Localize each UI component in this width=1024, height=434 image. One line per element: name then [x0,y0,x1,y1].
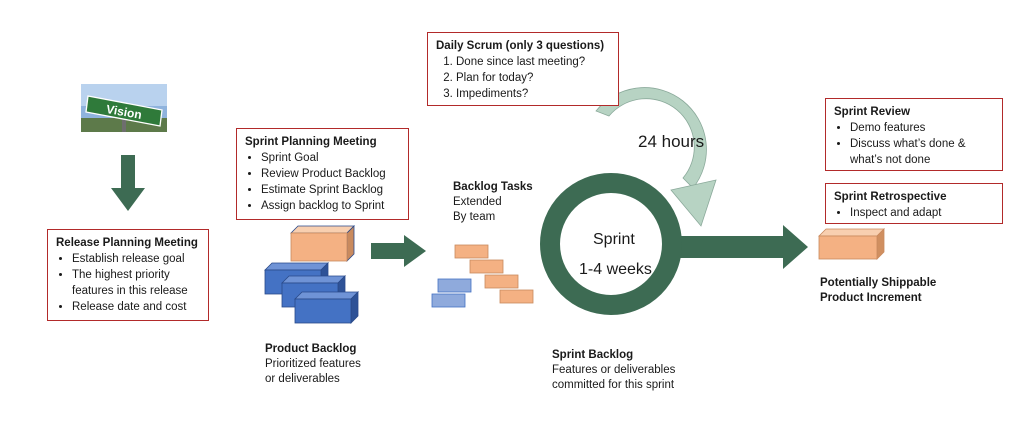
daily-cycle-label: 24 hours [638,132,705,151]
sprint-planning-item: Estimate Sprint Backlog [261,182,400,198]
backlog-tasks-label: Backlog Tasks Extended By team [453,180,533,225]
release-planning-item: Establish release goal [72,251,200,267]
sprint-planning-title: Sprint Planning Meeting [245,136,377,148]
daily-cycle-arrow-icon [595,87,717,227]
sprint-planning-item: Sprint Goal [261,150,400,166]
down-arrow-icon [111,155,145,211]
daily-scrum-box: Daily Scrum (only 3 questions) Done sinc… [427,32,619,106]
sprint-retrospective-box: Sprint Retrospective Inspect and adapt [825,183,1003,224]
vision-sign-label: Vision [105,102,143,122]
increment-line: Potentially Shippable [820,277,937,289]
sprint-duration-label: 1-4 weeks [579,261,652,278]
increment-arrow-icon [680,225,808,269]
increment-line: Product Increment [820,292,922,304]
increment-label: Potentially Shippable Product Increment [820,276,936,306]
sprint-backlog-line: committed for this sprint [552,379,675,391]
sprint-retrospective-title: Sprint Retrospective [834,191,947,203]
product-backlog-label: Product Backlog Prioritized features or … [265,342,361,387]
sprint-review-box: Sprint Review Demo features Discuss what… [825,98,1003,171]
sprint-cycle-ring [540,173,682,315]
release-planning-title: Release Planning Meeting [56,237,198,249]
backlog-task-blocks [431,244,534,308]
backlog-tasks-line: Extended [453,196,502,208]
release-planning-item: The highest priority features in this re… [72,267,200,299]
sprint-backlog-title: Sprint Backlog [552,349,634,361]
sprint-planning-item: Assign backlog to Sprint [261,198,400,214]
sprint-review-item: Discuss what’s done & what’s not done [850,136,994,168]
sprint-backlog-label: Sprint Backlog Features or deliverables … [552,348,675,393]
right-arrow-icon [371,235,426,267]
product-backlog-title: Product Backlog [265,343,357,355]
product-backlog-line: or deliverables [265,373,340,385]
release-planning-item: Release date and cost [72,299,200,315]
product-backlog-blocks [264,225,359,324]
sprint-planning-box: Sprint Planning Meeting Sprint Goal Revi… [236,128,409,220]
sprint-label: Sprint [593,231,635,248]
vision-sign-icon: Vision [81,84,167,132]
sprint-planning-item: Review Product Backlog [261,166,400,182]
backlog-tasks-line: By team [453,211,496,223]
daily-scrum-title: Daily Scrum (only 3 questions) [436,40,605,52]
daily-scrum-item: Impediments? [456,86,610,102]
release-planning-box: Release Planning Meeting Establish relea… [47,229,209,321]
sprint-retrospective-item: Inspect and adapt [850,205,994,221]
sprint-review-title: Sprint Review [834,106,911,118]
backlog-tasks-title: Backlog Tasks [453,181,533,193]
increment-block [818,228,885,260]
daily-scrum-item: Plan for today? [456,70,610,86]
product-backlog-line: Prioritized features [265,358,361,370]
sprint-backlog-line: Features or deliverables [552,364,676,376]
sprint-review-item: Demo features [850,120,994,136]
daily-scrum-item: Done since last meeting? [456,54,610,70]
